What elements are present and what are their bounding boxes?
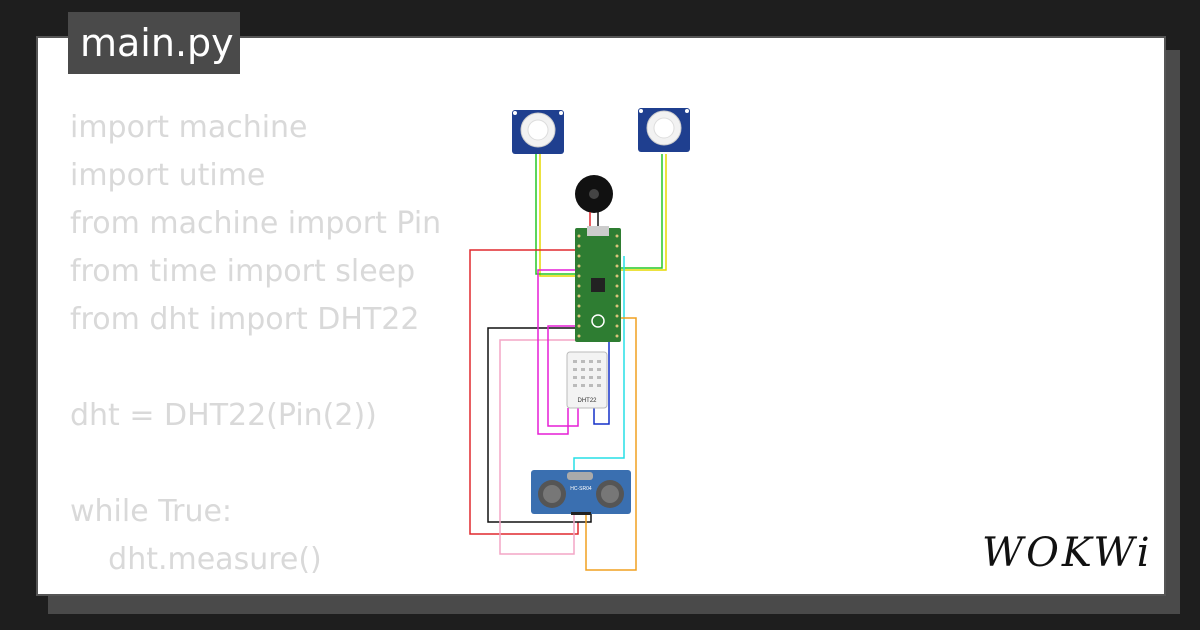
code-line: while True:	[70, 494, 233, 529]
code-line: from time import sleep	[70, 254, 416, 289]
wire-green	[535, 154, 578, 275]
code-line: from dht import DHT22	[70, 302, 420, 337]
wire-yellow	[618, 154, 667, 271]
wokwi-logo: WOKWi	[982, 530, 1153, 576]
wire-yellow	[539, 154, 578, 277]
file-tab[interactable]: main.py	[68, 12, 240, 74]
wire-black	[487, 327, 592, 523]
wire-green	[618, 154, 663, 269]
pico-board	[575, 226, 621, 342]
dht22-label: DHT22	[577, 398, 597, 404]
ultrasonic-sensor: HC-SR04	[531, 470, 631, 515]
wire-pink	[499, 339, 578, 555]
code-line: temperature = dht.temperature()	[70, 584, 612, 594]
wire-magenta	[547, 325, 579, 427]
code-line: dht = DHT22(Pin(2))	[70, 398, 377, 433]
code-preview: import machine import utime from machine…	[70, 104, 612, 594]
dht22-sensor: DHT22	[566, 351, 608, 409]
ultrasonic-label: HC-SR04	[570, 486, 592, 492]
pir-sensor	[638, 108, 690, 152]
code-line: dht.measure()	[70, 542, 322, 577]
project-card: import machine import utime from machine…	[36, 36, 1166, 596]
pir-sensor	[512, 110, 564, 154]
code-line: import utime	[70, 158, 266, 193]
wire-orange	[585, 317, 637, 571]
buzzer	[575, 175, 613, 232]
circuit-diagram: DHT22 HC-SR04	[469, 108, 690, 571]
wire-red	[469, 249, 579, 535]
code-line: import machine	[70, 110, 308, 145]
code-line: from machine import Pin	[70, 206, 442, 241]
